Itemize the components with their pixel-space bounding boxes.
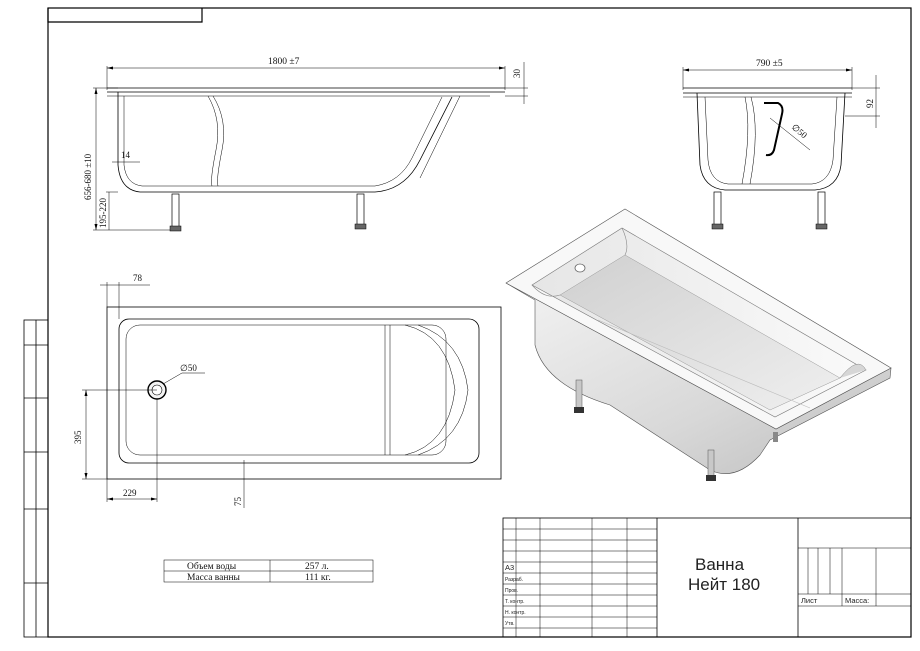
side-wall-dim: 14	[121, 150, 131, 160]
plan-rim-offset-dim: 78	[133, 273, 143, 283]
format-label: A3	[505, 563, 514, 572]
foot-left	[169, 193, 182, 232]
title-block: A3 Разраб. Пров. Т. контр. Н. контр. Утв…	[502, 517, 912, 638]
row-label: Т. контр.	[505, 599, 525, 605]
row-label: Пров.	[505, 588, 518, 594]
side-length-dim: 1800 ±7	[268, 57, 300, 67]
row-label: Утв.	[505, 621, 515, 627]
drawing-title-line2: Нейт 180	[688, 575, 760, 594]
iso-legs	[574, 379, 778, 481]
specs-table: Объем воды 257 л. Масса ванны 111 кг.	[163, 559, 374, 583]
foot-right	[354, 193, 367, 230]
sheet-frame	[23, 7, 912, 638]
plan-drain-dim: ∅50	[180, 363, 197, 373]
plan-drain-x-dim: 229	[123, 488, 137, 498]
plan-width-dim: 395	[73, 430, 83, 444]
plan-view: ∅50 78 395 229 75	[73, 273, 502, 508]
sheet-label: Лист	[801, 596, 818, 605]
side-height-dim: 656-680 ±10	[83, 153, 93, 200]
row-label: Разраб.	[505, 577, 523, 583]
side-view: 1800 ±7 30 656-680 ±10 195-220 14	[83, 57, 528, 232]
specs-row-value: 111 кг.	[305, 573, 331, 583]
side-rim-dim: 30	[512, 69, 522, 79]
end-view: 790 ±5 92 ∅50	[682, 59, 880, 230]
side-foot-dim: 195-220	[98, 198, 108, 228]
specs-row-label: Масса ванны	[187, 573, 241, 583]
specs-row-value: 257 л.	[305, 562, 329, 572]
drawing-title-line1: Ванна	[695, 555, 745, 574]
row-label: Н. контр.	[505, 610, 526, 616]
end-depth-dim: 92	[865, 99, 875, 108]
isometric-view	[505, 208, 892, 481]
end-width-dim: 790 ±5	[756, 59, 783, 69]
specs-row-label: Объем воды	[187, 561, 237, 572]
end-drain-dim: ∅50	[790, 122, 810, 141]
plan-bottom-dim: 75	[233, 497, 243, 507]
mass-label: Масса:	[845, 596, 869, 605]
